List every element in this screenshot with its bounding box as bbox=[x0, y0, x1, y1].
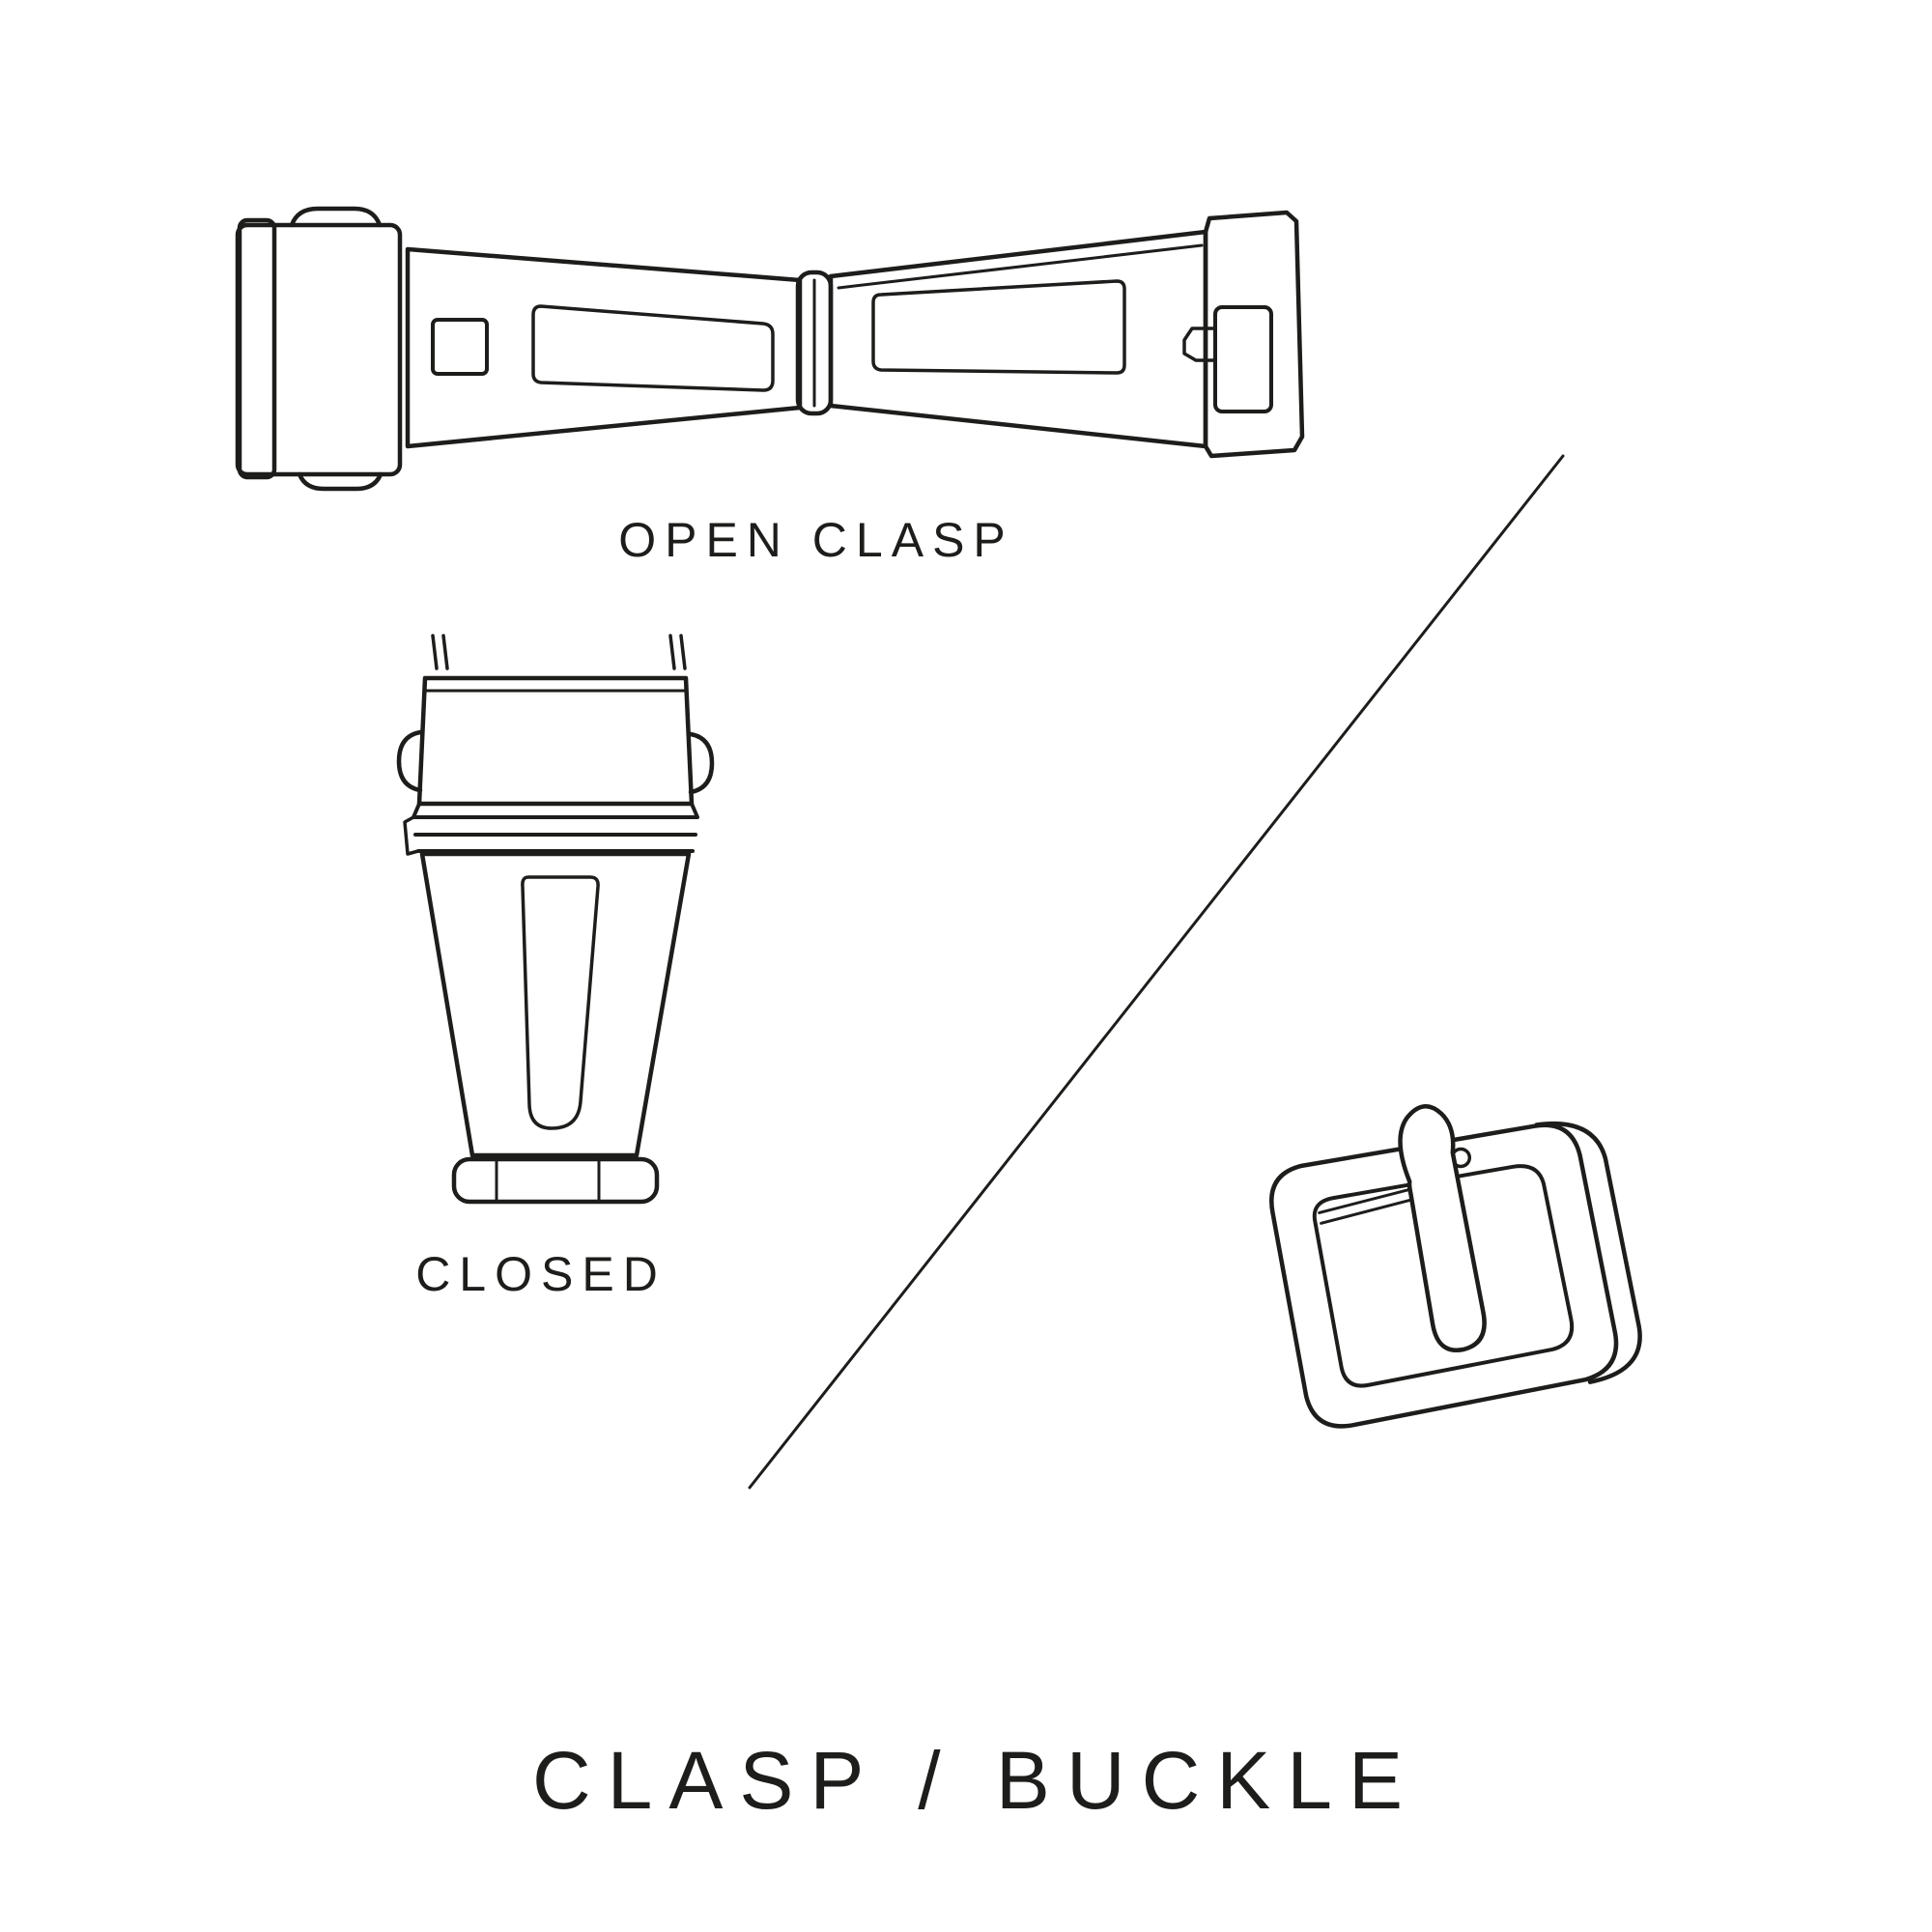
open-clasp-right-band-cutout bbox=[871, 279, 1126, 375]
open-clasp-end-slot bbox=[1213, 305, 1273, 413]
open-clasp-left-band-cutout bbox=[531, 304, 775, 392]
open-clasp-right-band bbox=[828, 229, 1208, 449]
diagram-title: CLASP / BUCKLE bbox=[531, 1735, 1420, 1826]
buckle-opening bbox=[1312, 1164, 1575, 1388]
open-clasp-end-cap bbox=[1203, 210, 1305, 459]
open-clasp-fold-strip bbox=[237, 217, 277, 480]
open-clasp-fold-block bbox=[235, 222, 403, 477]
open-clasp-top-tab bbox=[289, 206, 383, 228]
open-clasp-right-band-edge bbox=[837, 243, 1204, 290]
closed-clasp-body-cutout bbox=[521, 875, 600, 1130]
closed-clasp-body bbox=[419, 851, 692, 1158]
buckle-prong bbox=[1398, 1104, 1487, 1353]
closed-clasp-right-prong bbox=[668, 634, 687, 670]
open-clasp-label: OPEN CLASP bbox=[618, 513, 1014, 567]
buckle-illustration bbox=[1269, 1104, 1642, 1429]
diagonal-divider-line bbox=[748, 454, 1565, 1490]
open-clasp-left-band bbox=[405, 246, 803, 449]
closed-clasp-top-block bbox=[416, 675, 695, 807]
open-clasp-latch-notch bbox=[431, 318, 489, 376]
closed-clasp-left-prong bbox=[431, 634, 449, 670]
closed-clasp-bottom-cap bbox=[451, 1156, 660, 1205]
open-clasp-bottom-tab bbox=[297, 471, 384, 492]
open-clasp-illustration bbox=[235, 206, 1305, 492]
closed-clasp-side-tab bbox=[403, 815, 420, 856]
closed-clasp-label: CLOSED bbox=[415, 1247, 667, 1301]
buckle-frame bbox=[1269, 1122, 1619, 1429]
closed-clasp-illustration bbox=[396, 634, 715, 1205]
buckle-right-slab bbox=[1534, 1122, 1642, 1384]
open-clasp-end-hook bbox=[1182, 327, 1217, 362]
closed-clasp-left-ear bbox=[396, 729, 423, 793]
closed-clasp-right-ear bbox=[688, 731, 715, 795]
closed-clasp-band-flare bbox=[412, 802, 699, 819]
buckle-spring-bar bbox=[1318, 1187, 1413, 1225]
